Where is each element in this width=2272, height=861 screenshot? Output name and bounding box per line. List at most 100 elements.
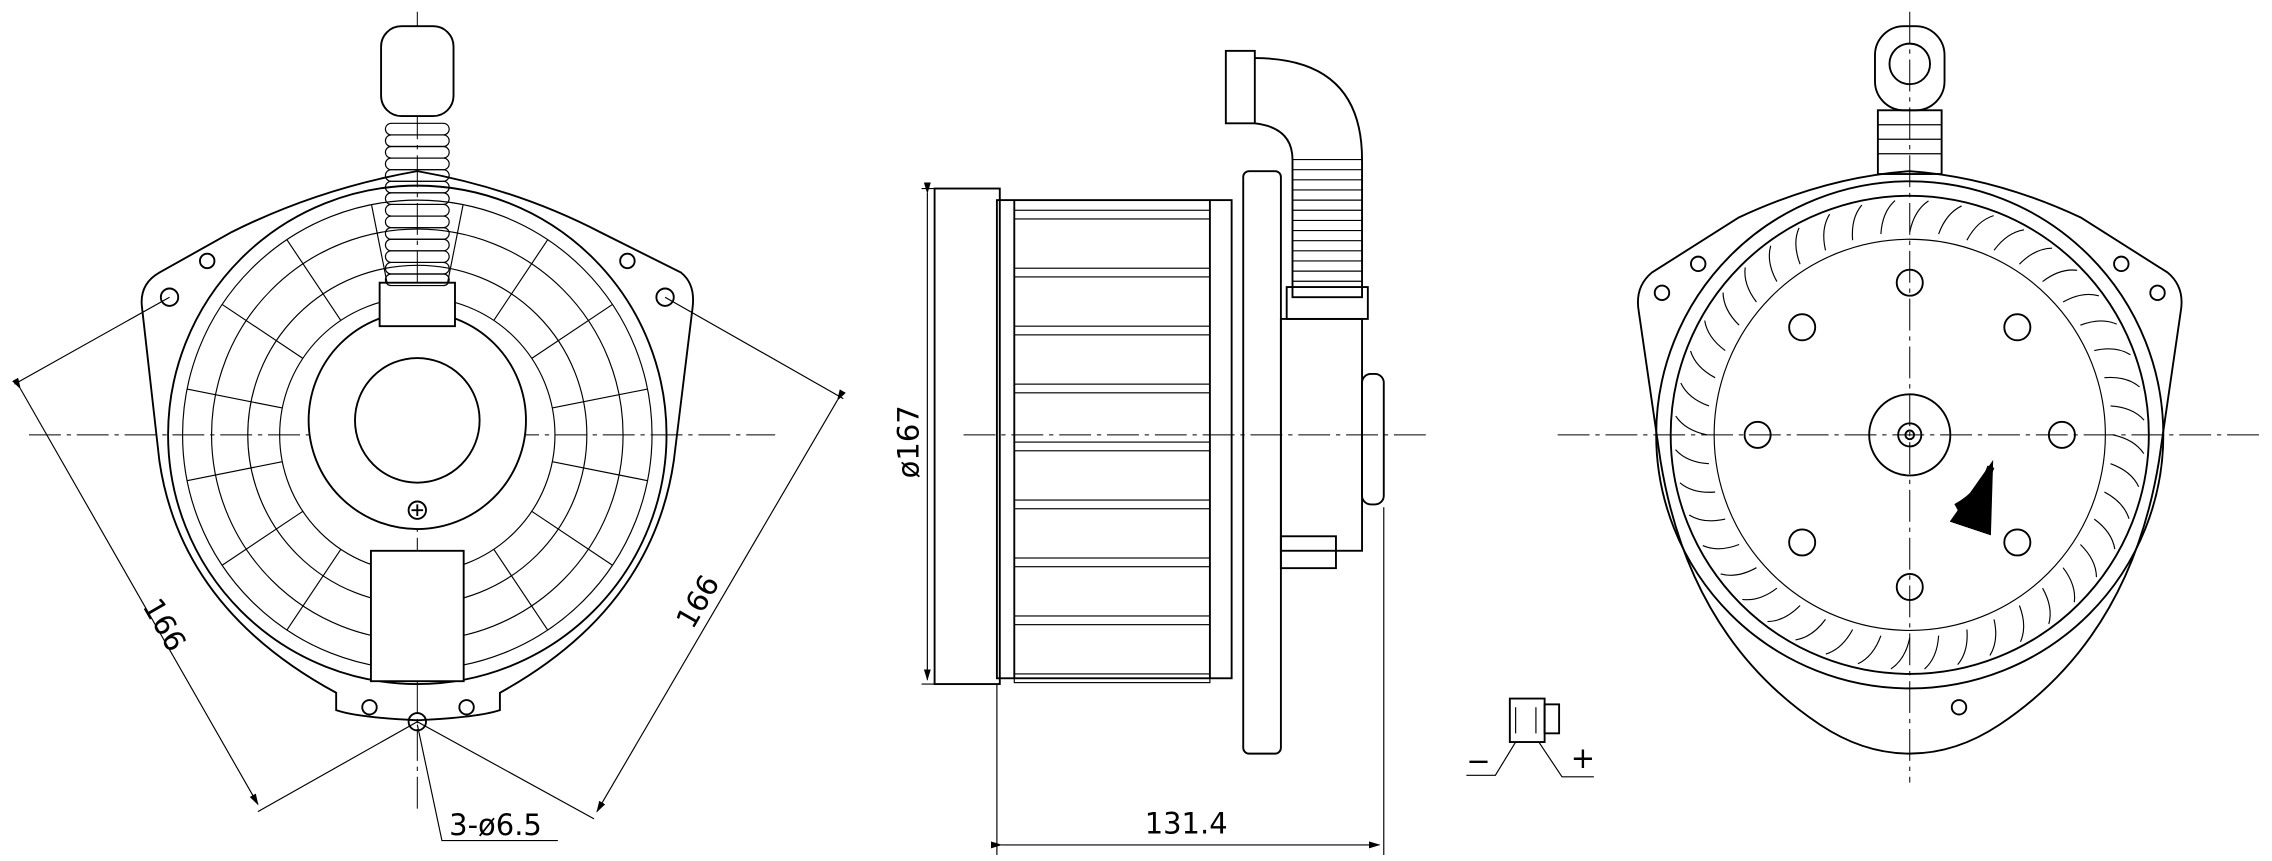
impeller-blade — [1704, 320, 1726, 352]
impeller-blade — [2104, 491, 2130, 519]
impeller-blade — [1851, 204, 1863, 241]
grille-rib — [531, 510, 613, 566]
front-view: 166 166 3-ø6.5 — [12, 11, 846, 842]
motor-hub — [307, 310, 527, 530]
impeller-blade — [1993, 229, 2025, 251]
impeller-blade — [1857, 635, 1882, 665]
dim-166-left: 166 — [136, 592, 193, 657]
mount-hole — [1653, 284, 1671, 302]
mount-hole — [361, 699, 378, 716]
mount-hole — [655, 287, 675, 307]
negative-terminal-label: − — [1466, 744, 1490, 778]
impeller-blade — [1890, 637, 1911, 670]
grille-rib — [221, 510, 304, 566]
plus-leader — [1538, 741, 1594, 778]
impeller-holes — [1743, 268, 2076, 601]
impeller-blade — [2019, 247, 2053, 265]
impeller-hole — [1895, 268, 1924, 297]
impeller-blade — [1767, 605, 1801, 623]
impeller-blade — [2062, 293, 2100, 303]
impeller-blade — [1989, 619, 1997, 656]
impeller-slat — [1013, 209, 1211, 220]
impeller-blade — [1938, 205, 1962, 235]
grille-rib — [186, 388, 283, 409]
impeller-blade — [1679, 482, 1716, 493]
impeller-blade — [1722, 292, 1740, 326]
impeller-slats — [1013, 209, 1211, 684]
dimension-line-right — [596, 389, 846, 813]
impeller-blade — [1688, 514, 1726, 522]
impeller-blade — [1795, 227, 1801, 265]
impeller-blade — [2104, 376, 2140, 388]
minus-leader — [1466, 741, 1517, 776]
impeller-blade — [2093, 518, 2116, 550]
lead-channel — [369, 549, 465, 683]
impeller-hole — [1788, 528, 1817, 557]
hub — [1868, 393, 1952, 477]
mount-hole — [2149, 284, 2166, 302]
impeller-blade — [1744, 267, 1757, 303]
mount-hole — [458, 699, 475, 716]
impeller-blade — [1742, 587, 1778, 601]
impeller-blade — [1795, 619, 1826, 641]
impeller-blade — [1823, 213, 1831, 251]
breather-hose — [378, 25, 456, 328]
dim-diameter-167: ø167 — [892, 405, 926, 478]
impeller-slat — [1013, 557, 1211, 568]
impeller-blade — [1966, 215, 1994, 241]
impeller-blade — [2080, 544, 2098, 578]
impeller-blade — [2080, 320, 2117, 326]
mount-hole — [2113, 255, 2130, 273]
impeller-outer — [1669, 194, 2150, 675]
screw-icon — [407, 500, 427, 520]
motor-endcap — [1361, 373, 1385, 506]
mount-hole — [407, 712, 427, 732]
mounting-flange-side — [1242, 170, 1282, 755]
impeller-blade — [1768, 245, 1778, 282]
mount-hole — [619, 252, 636, 270]
impeller-blade — [1680, 382, 1710, 407]
grille-rib — [221, 303, 304, 359]
breather-hose — [1224, 49, 1369, 320]
impeller-blade — [2110, 463, 2140, 487]
motor-bracket — [1279, 535, 1337, 570]
impeller-blade — [1675, 449, 1710, 465]
hole-callout: 3-ø6.5 — [449, 808, 542, 842]
shaft — [1897, 422, 1923, 448]
impeller-blade — [2110, 405, 2145, 421]
impeller-hole — [1743, 420, 1772, 449]
impeller-slat — [1013, 325, 1211, 336]
extension-line — [664, 296, 844, 400]
dimension-line-left — [12, 377, 259, 806]
connector-pinout: − + — [1466, 697, 1595, 778]
housing-ring — [1655, 180, 2165, 690]
mount-hole — [159, 287, 180, 307]
front-plate — [933, 187, 1001, 686]
impeller-blade — [1909, 200, 1929, 233]
impeller-hole — [2003, 313, 2032, 342]
impeller-slat — [1013, 615, 1211, 626]
impeller-slat — [1013, 499, 1211, 510]
grille-rib — [531, 303, 613, 359]
hose-corrugation — [384, 273, 450, 287]
connector-tab — [1543, 703, 1561, 735]
mount-hole — [1690, 255, 1707, 273]
mount-hole — [199, 252, 216, 270]
breather-hose-end — [1874, 25, 1946, 175]
connector-pins — [1515, 707, 1537, 734]
grille-rib — [552, 388, 648, 409]
impeller-blade — [1720, 567, 1757, 576]
impeller-hole — [1895, 573, 1924, 601]
shaft-center — [1904, 429, 1916, 441]
impeller-blade — [2062, 567, 2076, 603]
impeller-hole — [2047, 420, 2076, 449]
impeller-blade — [2018, 605, 2025, 643]
mount-hole — [1950, 699, 1968, 716]
impeller-blade — [1924, 635, 1940, 670]
impeller-slat — [1013, 267, 1211, 278]
grille-rib — [286, 548, 342, 631]
rotation-arrow-icon — [1949, 459, 1995, 536]
impeller-blade — [1880, 200, 1896, 235]
impeller-hole — [1788, 313, 1817, 342]
